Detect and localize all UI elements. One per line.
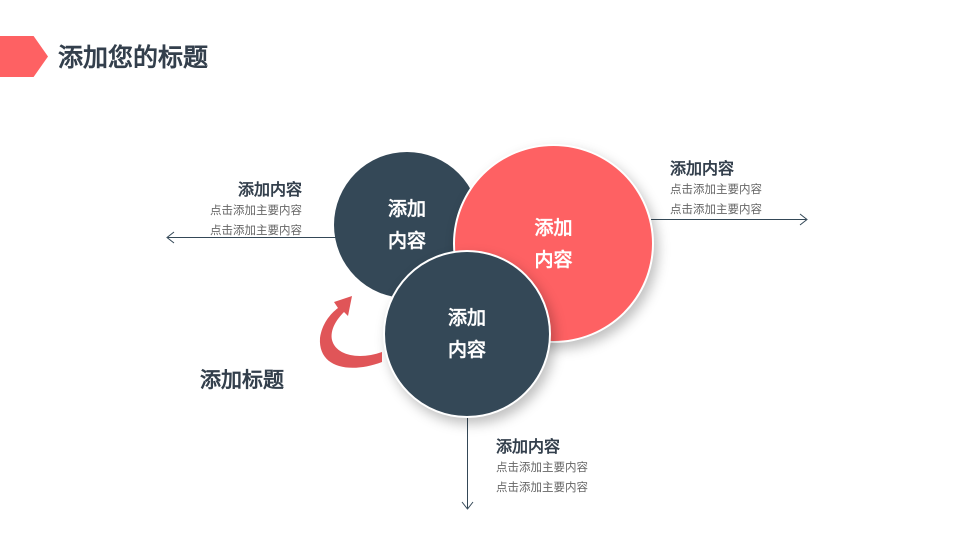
left-text-block: 添加内容 点击添加主要内容 点击添加主要内容	[210, 176, 302, 240]
right-arrow-icon	[799, 213, 808, 226]
right-text-block: 添加内容 点击添加主要内容 点击添加主要内容	[670, 155, 762, 219]
title-banner-shape	[0, 36, 48, 77]
circle-label: 添加	[534, 216, 573, 239]
circle-bottom: 添加内容	[383, 250, 551, 418]
bottom-heading: 添加内容	[496, 437, 561, 456]
left-line: 点击添加主要内容	[210, 203, 302, 217]
right-line: 点击添加主要内容	[670, 182, 762, 196]
bottom-text-block: 添加内容 点击添加主要内容 点击添加主要内容	[496, 433, 588, 497]
left-arrow-icon	[166, 231, 175, 244]
page-title: 添加您的标题	[58, 43, 209, 72]
side-title: 添加标题	[200, 368, 284, 392]
right-line: 点击添加主要内容	[670, 202, 762, 216]
bottom-line: 点击添加主要内容	[496, 480, 588, 494]
circle-label: 内容	[534, 248, 573, 271]
left-heading: 添加内容	[237, 180, 302, 199]
right-connector-line	[650, 219, 806, 220]
bottom-line: 点击添加主要内容	[496, 460, 588, 474]
bottom-connector-line	[467, 416, 468, 508]
left-connector-line	[168, 237, 338, 238]
circle-label: 内容	[447, 339, 486, 361]
curved-arrow-icon	[319, 296, 382, 368]
right-heading: 添加内容	[670, 159, 735, 178]
left-line: 点击添加主要内容	[210, 223, 302, 237]
circle-label: 添加	[447, 307, 486, 329]
circle-red: 添加内容	[453, 144, 654, 343]
circle-label: 内容	[387, 230, 426, 252]
down-arrow-icon	[461, 501, 474, 510]
circle-label: 添加	[387, 198, 426, 220]
